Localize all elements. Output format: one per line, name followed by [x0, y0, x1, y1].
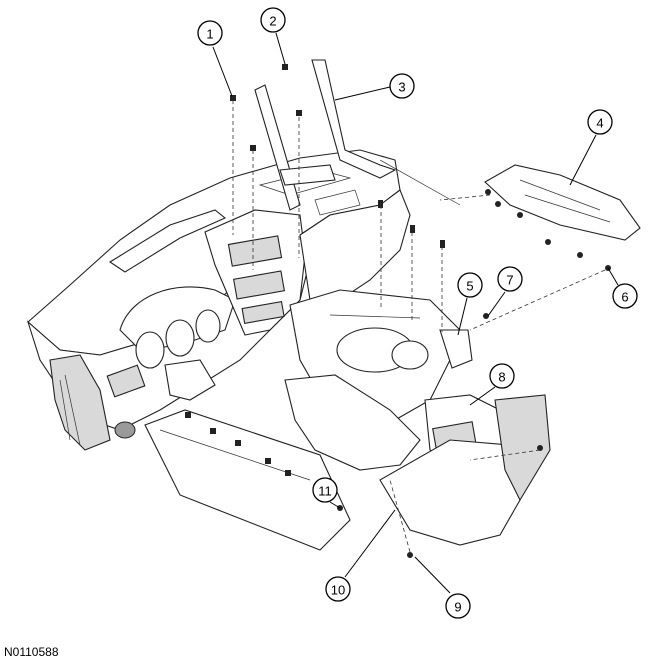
- console-rear-panel: [379, 394, 551, 546]
- left-trim-strip: [254, 84, 336, 211]
- svg-text:6: 6: [621, 290, 628, 305]
- instrument-panel: [26, 149, 411, 451]
- callout-4: 4: [569, 109, 613, 186]
- right-trim-strip: [311, 59, 461, 206]
- assembly-lines: [232, 100, 606, 553]
- callout-7: 7: [487, 266, 523, 317]
- svg-text:2: 2: [269, 14, 276, 29]
- svg-text:3: 3: [398, 80, 405, 95]
- svg-text:4: 4: [596, 116, 603, 131]
- callout-3: 3: [334, 73, 415, 101]
- svg-text:11: 11: [318, 484, 332, 499]
- svg-text:5: 5: [466, 279, 473, 294]
- figure-id-label: N0110588: [4, 645, 59, 659]
- callout-2: 2: [260, 7, 286, 65]
- svg-text:7: 7: [506, 273, 513, 288]
- callout-9: 9: [414, 556, 471, 619]
- callout-1: 1: [197, 20, 233, 97]
- svg-text:1: 1: [206, 27, 213, 42]
- right-upper-trim-panel: [484, 164, 641, 241]
- floor-console: [284, 289, 473, 471]
- svg-text:9: 9: [454, 600, 461, 615]
- callout-8: 8: [469, 363, 515, 406]
- fasteners: [185, 64, 611, 558]
- svg-text:10: 10: [331, 583, 345, 598]
- callout-6: 6: [607, 267, 638, 309]
- callout-5: 5: [457, 272, 483, 336]
- svg-text:8: 8: [498, 370, 505, 385]
- callout-10: 10: [325, 509, 396, 602]
- callout-11: 11: [312, 477, 341, 509]
